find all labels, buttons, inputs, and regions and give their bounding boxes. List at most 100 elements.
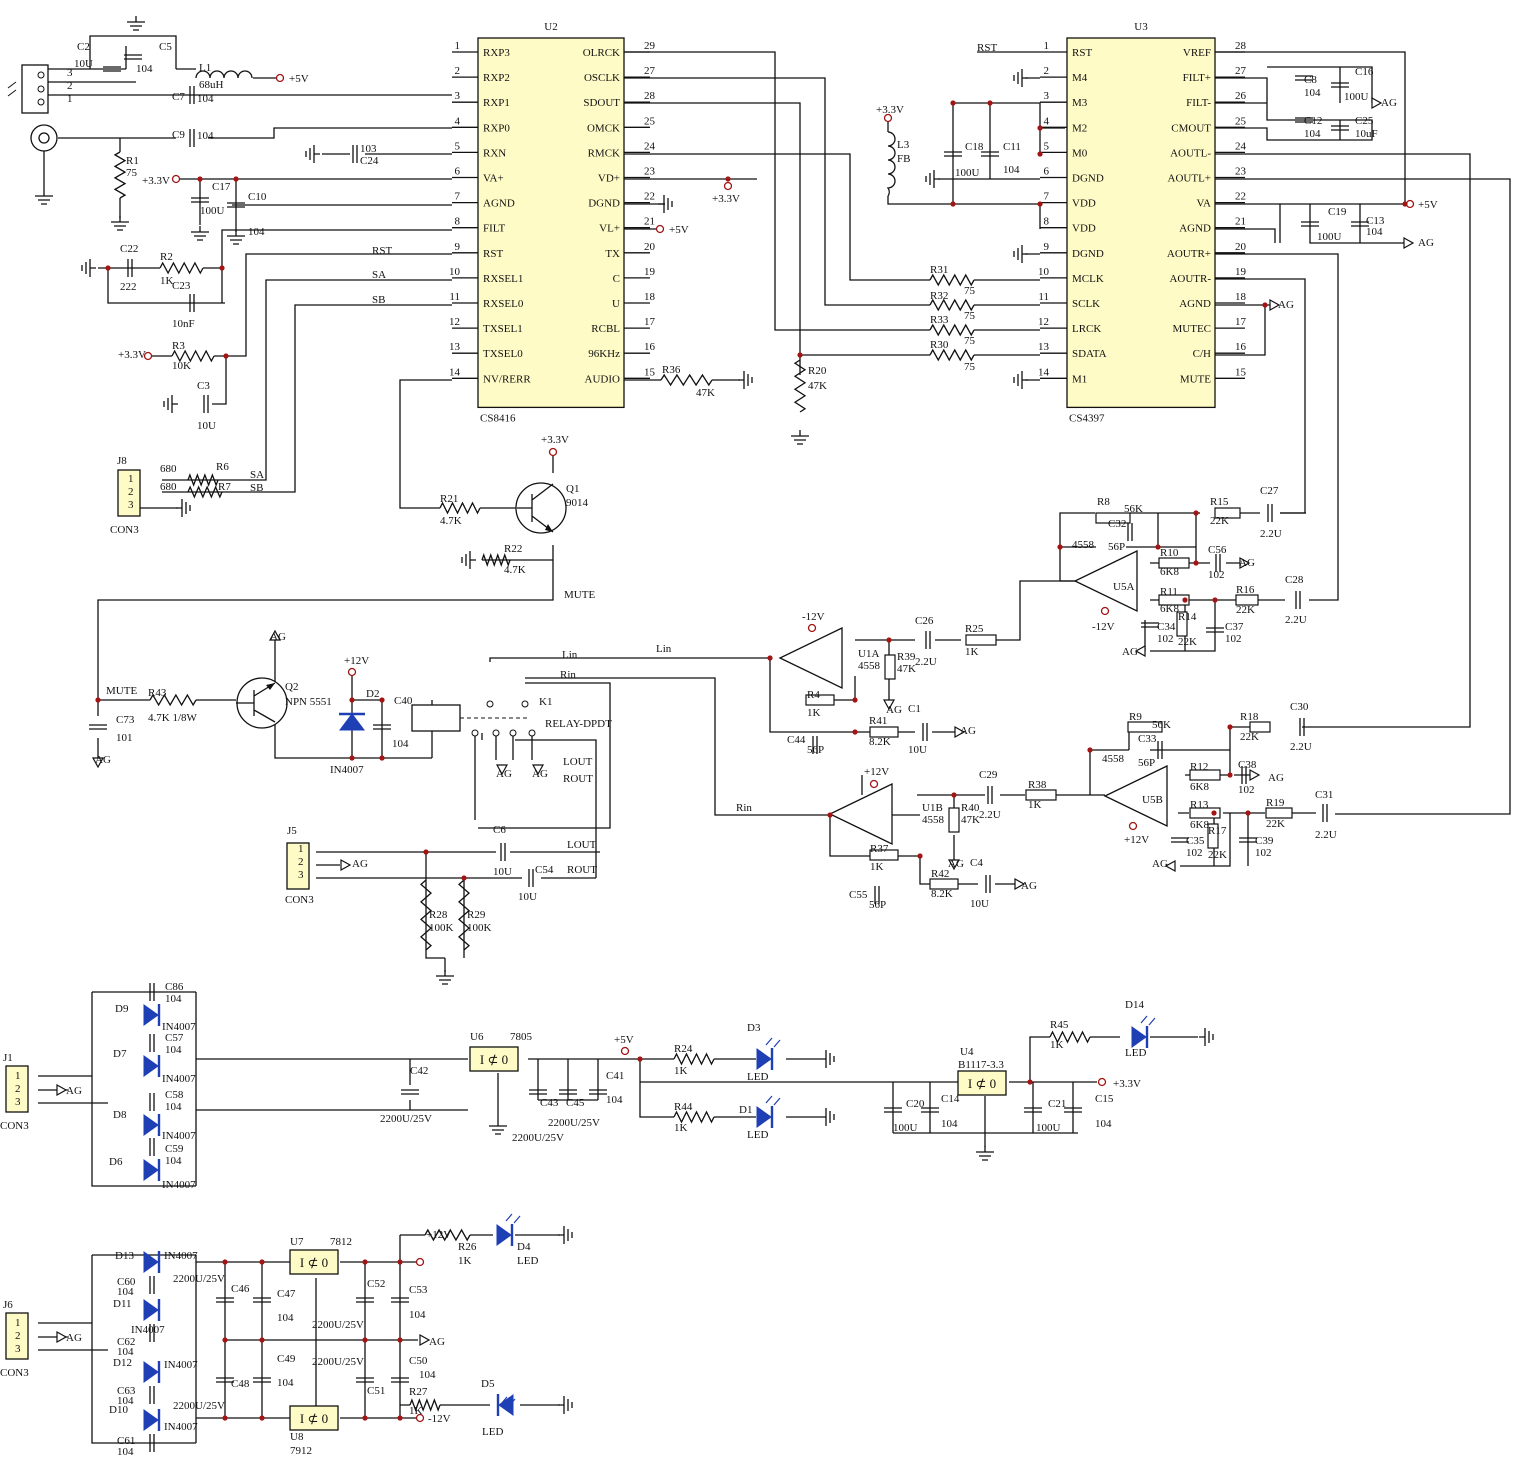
component-label: 1 [67, 93, 73, 105]
junction-dot [950, 201, 956, 207]
component-label: J1 [3, 1052, 13, 1064]
component-label: 4558 [1072, 539, 1095, 551]
component-label: 1K [1050, 1039, 1064, 1051]
component-label: 104 [606, 1094, 623, 1106]
component-label: 100U [1344, 91, 1369, 103]
component-label: R25 [965, 623, 984, 635]
component-label: C7 [172, 91, 185, 103]
junction-dot [397, 1415, 403, 1421]
u2-chip-pin-number: 1 [455, 40, 461, 52]
resistor-r45 [1049, 1030, 1091, 1044]
analog-ground-arrow [1014, 877, 1026, 891]
component-label: C50 [409, 1355, 428, 1367]
regulator-u7-7812-pins: I ⊄ 0 [300, 1255, 328, 1270]
component-label: D5 [481, 1378, 495, 1390]
component-label: LED [482, 1426, 503, 1438]
regulator-u7-7812 [289, 1249, 339, 1275]
junction-dot [1211, 810, 1217, 816]
resistor-box [869, 726, 899, 738]
cap-c20 [884, 1107, 902, 1113]
component-label: R3 [172, 340, 185, 352]
component-label: 104 [419, 1369, 436, 1381]
wire-20 [1215, 253, 1339, 601]
resistor-r26 [424, 1228, 471, 1242]
power-3v3-terminal [548, 447, 558, 457]
component-label: 104 [1095, 1118, 1112, 1130]
analog-ground-arrow [1269, 298, 1281, 312]
u3-chip-pin-label: AGND [1179, 298, 1211, 310]
component-label: 7912 [290, 1445, 312, 1457]
resistor-box [1025, 789, 1057, 801]
component-label: 101 [116, 732, 133, 744]
component-label: D11 [113, 1298, 132, 1310]
component-label: 8.2K [931, 888, 953, 900]
u2-chip-pin-number: 21 [644, 216, 655, 228]
resistor-r22 [481, 553, 511, 567]
component-label: C5 [159, 41, 172, 53]
regulator-u8-7912 [289, 1405, 339, 1431]
u2-chip-pin-number: 23 [644, 166, 656, 178]
component-label: 680 [160, 481, 177, 493]
component-label: J8 [117, 455, 127, 467]
component-label: 10U [970, 898, 989, 910]
ground-icon [305, 145, 320, 163]
resistor-r28 [420, 879, 432, 951]
u2-chip-pin-label: RXP1 [483, 97, 510, 109]
component-label: AG [1152, 858, 1168, 870]
u3-chip-pin-label: MCLK [1072, 273, 1104, 285]
u3-chip-pin-number: 10 [1038, 266, 1050, 278]
analog-ground-arrow [56, 1330, 68, 1344]
component-label: IN4007 [330, 764, 364, 776]
resistor-box [929, 878, 959, 890]
component-label: 102 [1186, 847, 1203, 859]
component-label: 102 [1238, 784, 1255, 796]
junction-dot [725, 176, 731, 182]
component-label: 104 [136, 63, 153, 75]
led-d3 [756, 1048, 772, 1070]
component-label: 104 [165, 1044, 182, 1056]
power-12v-terminal [415, 1257, 425, 1267]
junction-dot [349, 697, 355, 703]
component-label: 10U [518, 891, 537, 903]
component-label: +3.3V [541, 434, 569, 446]
power-12v-terminal [869, 779, 879, 789]
component-label: R37 [870, 843, 889, 855]
wire-13 [624, 51, 930, 375]
cap-c1 [922, 723, 928, 741]
component-label: 104 [248, 226, 265, 238]
resistor-box [1249, 721, 1271, 733]
component-label: R43 [148, 687, 167, 699]
component-label: 102 [1225, 633, 1242, 645]
component-label: 2200U/25V [173, 1273, 225, 1285]
wire-6 [98, 229, 452, 304]
analog-ground-arrow [495, 764, 509, 776]
u2-chip-pin-number: 17 [644, 316, 656, 328]
junction-dot [223, 353, 229, 359]
junction-dot [423, 849, 429, 855]
u3-chip-pin-number: 16 [1235, 341, 1247, 353]
resistor-r29 [458, 879, 470, 951]
u3-chip-pin-number: 12 [1038, 316, 1049, 328]
component-label: 22K [1236, 604, 1255, 616]
resistor-r39 [884, 654, 896, 680]
component-label: 2200U/25V [548, 1117, 600, 1129]
cap-c8 [1295, 75, 1313, 81]
ground-icon [658, 195, 673, 213]
component-label: U5A [1113, 581, 1134, 593]
u3-chip-pin-label: AOUTL- [1170, 147, 1211, 159]
junction-dot [362, 1337, 368, 1343]
u3-chip-pin-number: 18 [1235, 291, 1247, 303]
power-5v-terminal [620, 1046, 630, 1056]
component-label: 104 [117, 1446, 134, 1458]
transistor-q1-leads [517, 483, 554, 533]
junction-dot [219, 265, 225, 271]
component-label: AG [66, 1085, 82, 1097]
cap-c29 [987, 786, 993, 804]
cap-c73 [89, 724, 107, 730]
component-label: +3.3V [118, 349, 146, 361]
component-label: 1K [160, 275, 174, 287]
resistor-r3 [171, 349, 215, 363]
component-label: 104 [117, 1286, 134, 1298]
component-label: 104 [392, 738, 409, 750]
u2-chip-pin-number: 15 [644, 366, 656, 378]
